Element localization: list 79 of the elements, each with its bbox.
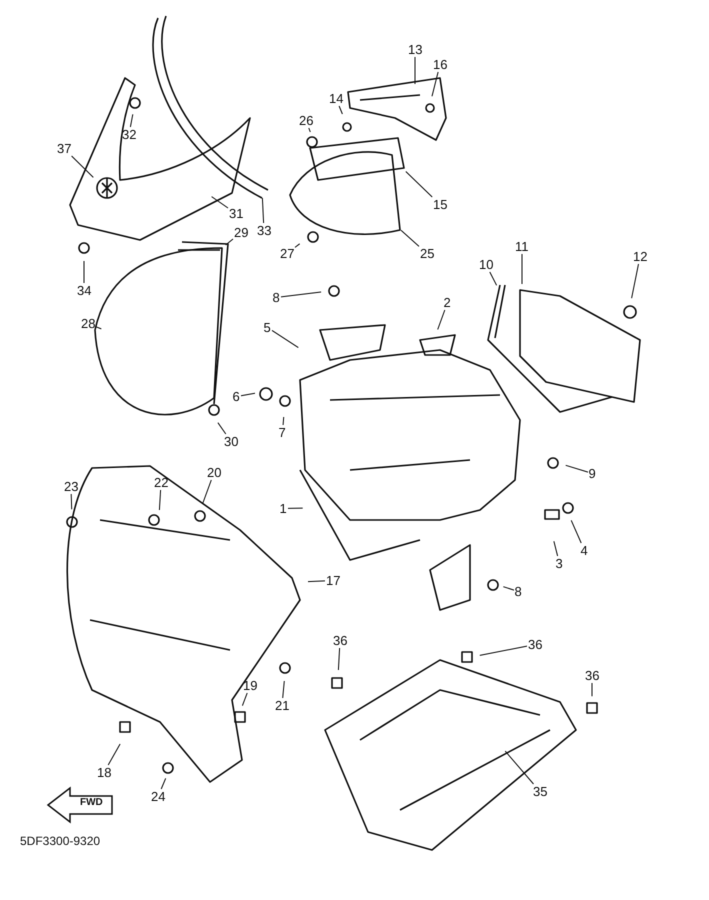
callout-number: 5 bbox=[262, 320, 272, 334]
leader-line bbox=[225, 238, 234, 246]
part-number: 5DF3300-9320 bbox=[20, 834, 100, 848]
leader-line bbox=[242, 692, 248, 706]
callout-number: 36 bbox=[332, 632, 348, 648]
leader-line bbox=[288, 508, 304, 509]
leader-line bbox=[489, 272, 498, 286]
callout-number: 3 bbox=[554, 556, 564, 570]
callout-number: 18 bbox=[96, 764, 112, 780]
callout-number: 32 bbox=[121, 126, 138, 142]
leader-line bbox=[272, 330, 299, 348]
leader-line bbox=[217, 422, 226, 434]
leader-line bbox=[282, 680, 285, 698]
callout-number: 16 bbox=[432, 56, 448, 72]
leader-line bbox=[504, 750, 534, 784]
leader-line bbox=[130, 114, 134, 128]
leader-line bbox=[70, 494, 72, 510]
leader-line bbox=[71, 156, 94, 178]
leader-line bbox=[294, 243, 300, 248]
callout-number: 1 bbox=[278, 500, 288, 516]
leader-line bbox=[405, 171, 433, 198]
leader-line bbox=[414, 56, 416, 84]
callout-number: 31 bbox=[228, 206, 244, 220]
callout-number: 15 bbox=[432, 196, 448, 212]
callout-number: 11 bbox=[514, 238, 530, 254]
leader-line bbox=[160, 778, 166, 790]
callout-number: 20 bbox=[206, 464, 222, 480]
callout-number: 25 bbox=[419, 246, 436, 260]
leader-line bbox=[338, 648, 340, 670]
leader-line bbox=[108, 744, 121, 766]
callout-number: 12 bbox=[632, 248, 648, 264]
callout-number: 2 bbox=[442, 294, 452, 310]
leader-line bbox=[280, 292, 322, 298]
leader-line bbox=[565, 464, 588, 473]
callout-number: 35 bbox=[532, 784, 548, 798]
callout-number: 24 bbox=[150, 788, 166, 804]
callout-number: 8 bbox=[514, 584, 523, 598]
callout-number: 34 bbox=[76, 282, 92, 298]
leader-line bbox=[400, 230, 420, 247]
callout-number: 19 bbox=[242, 678, 258, 692]
leader-line bbox=[211, 196, 228, 208]
callout-number: 26 bbox=[298, 112, 314, 128]
callout-number: 21 bbox=[274, 698, 290, 712]
direction-label: FWD bbox=[80, 797, 103, 808]
callout-number: 33 bbox=[256, 222, 272, 238]
leader-line bbox=[437, 310, 446, 330]
callout-number: 37 bbox=[56, 140, 72, 156]
leader-line bbox=[570, 520, 582, 544]
leader-line bbox=[308, 580, 326, 582]
leader-line bbox=[631, 264, 639, 299]
callout-number: 22 bbox=[153, 474, 170, 490]
callout-number: 4 bbox=[580, 542, 589, 558]
leader-line bbox=[432, 72, 439, 97]
leader-line bbox=[338, 106, 343, 114]
leader-line bbox=[202, 480, 212, 504]
callout-number: 29 bbox=[233, 224, 250, 240]
callout-number: 23 bbox=[63, 478, 80, 494]
leader-line bbox=[479, 646, 528, 656]
leader-line bbox=[262, 198, 264, 224]
callout-number: 27 bbox=[279, 246, 296, 260]
callout-number: 13 bbox=[407, 42, 424, 56]
callout-number: 17 bbox=[325, 572, 342, 588]
callout-number: 6 bbox=[232, 388, 241, 404]
leader-line bbox=[282, 416, 284, 426]
leader-line bbox=[240, 392, 256, 396]
leader-line bbox=[96, 326, 102, 330]
leader-line bbox=[158, 490, 162, 510]
callout-number: 10 bbox=[478, 256, 494, 272]
callout-number: 8 bbox=[272, 290, 281, 304]
callout-number: 30 bbox=[223, 434, 240, 448]
callout-number: 14 bbox=[328, 90, 344, 106]
callout-number: 9 bbox=[588, 466, 597, 480]
callout-number: 7 bbox=[278, 424, 287, 440]
callout-number: 36 bbox=[584, 668, 600, 682]
callout-number: 36 bbox=[527, 636, 544, 652]
leader-line bbox=[308, 128, 311, 132]
callout-number: 28 bbox=[80, 316, 96, 330]
leader-line bbox=[502, 586, 514, 591]
leader-line bbox=[553, 540, 558, 556]
